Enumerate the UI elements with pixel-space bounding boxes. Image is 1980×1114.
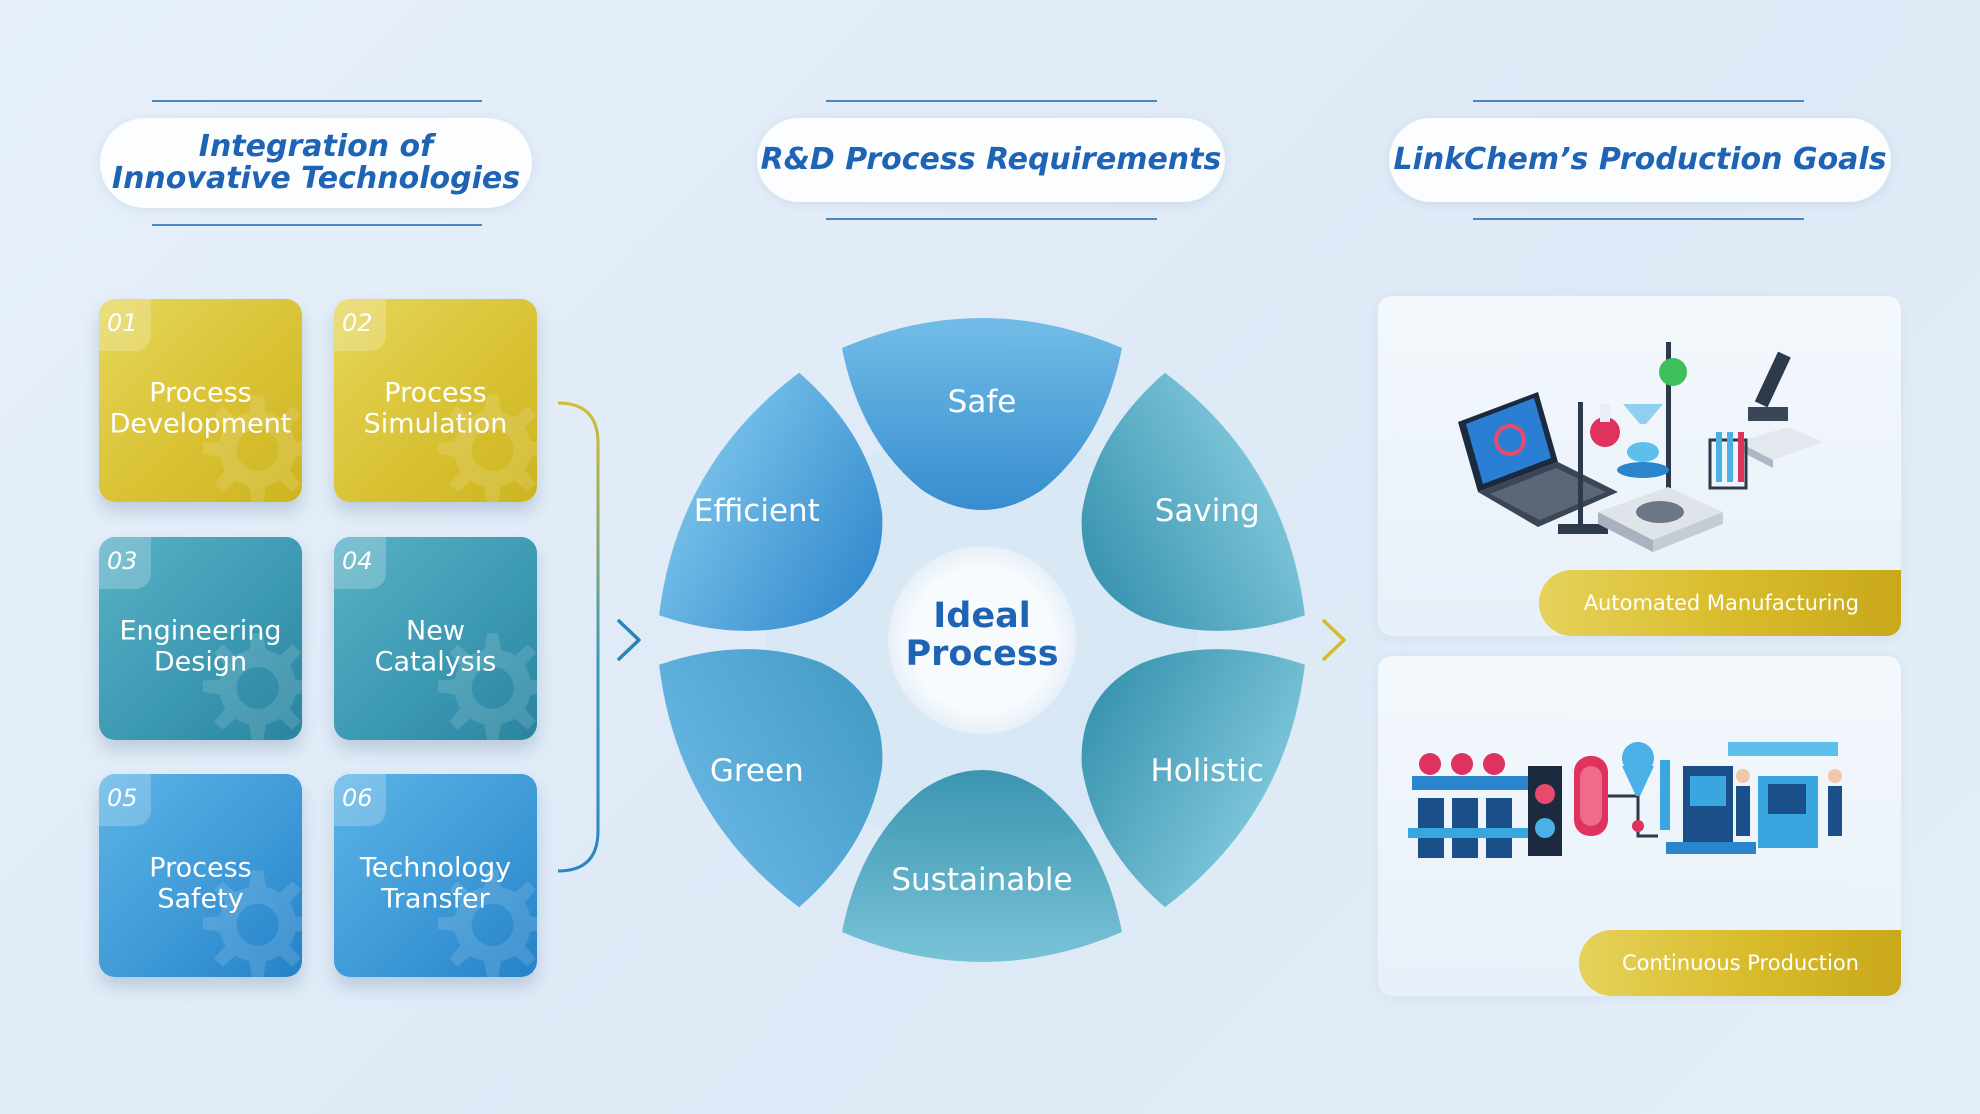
tile-number: 03 bbox=[99, 537, 151, 589]
goal-card-continuous: Continuous Production bbox=[1378, 656, 1901, 996]
tile-label: Process Simulation bbox=[363, 376, 508, 439]
header-left-top-rule bbox=[152, 100, 482, 102]
tile-number: 05 bbox=[99, 774, 151, 826]
petal-efficient: Efficient bbox=[659, 372, 883, 631]
header-middle-top-rule bbox=[826, 100, 1157, 102]
header-goals: LinkChem’s Production Goals bbox=[1389, 118, 1891, 202]
tech-tile-process-development: 01 Process Development bbox=[99, 299, 302, 502]
petal-saving: Saving bbox=[1081, 372, 1305, 631]
tech-tile-technology-transfer: 06 Technology Transfer bbox=[334, 774, 537, 977]
header-right-bottom-rule bbox=[1473, 218, 1804, 220]
grouping-bracket bbox=[557, 401, 600, 873]
header-integration-text: Integration of Innovative Technologies bbox=[111, 129, 521, 196]
petal-shape bbox=[842, 318, 1122, 510]
petal-safe: Safe bbox=[842, 318, 1122, 510]
header-left-bottom-rule bbox=[152, 224, 482, 226]
petal-shape bbox=[1081, 372, 1305, 631]
goal-label: Automated Manufacturing bbox=[1583, 591, 1859, 615]
tech-tile-process-safety: 05 Process Safety bbox=[99, 774, 302, 977]
header-right-top-rule bbox=[1473, 100, 1804, 102]
petal-shape bbox=[659, 372, 883, 631]
center-label-line1: Ideal bbox=[933, 596, 1030, 636]
lab-equipment-illustration bbox=[1458, 342, 1823, 552]
tile-label: Technology Transfer bbox=[359, 851, 512, 914]
chevron-right-icon bbox=[1322, 619, 1346, 661]
petal-label: Safe bbox=[948, 384, 1017, 420]
tile-label: Engineering Design bbox=[119, 614, 282, 677]
tile-number: 04 bbox=[334, 537, 386, 589]
goal-card-automated: Automated Manufacturing bbox=[1378, 296, 1901, 636]
petal-label: Green bbox=[710, 753, 804, 789]
goal-badge-continuous: Continuous Production bbox=[1579, 930, 1901, 996]
petal-green: Green bbox=[659, 649, 883, 908]
chevron-right-icon bbox=[617, 619, 641, 661]
petal-label: Sustainable bbox=[891, 862, 1072, 898]
tile-label: Process Safety bbox=[149, 851, 252, 914]
petal-shape bbox=[1081, 649, 1305, 908]
petal-shape bbox=[659, 649, 883, 908]
petal-label: Saving bbox=[1155, 493, 1260, 529]
tile-number: 02 bbox=[334, 299, 386, 351]
tile-label: New Catalysis bbox=[374, 614, 497, 677]
tile-number: 06 bbox=[334, 774, 386, 826]
goal-label: Continuous Production bbox=[1621, 951, 1859, 975]
tech-tile-process-simulation: 02 Process Simulation bbox=[334, 299, 537, 502]
tile-number: 01 bbox=[99, 299, 151, 351]
tech-tile-engineering-design: 03 Engineering Design bbox=[99, 537, 302, 740]
petal-sustainable: Sustainable bbox=[842, 770, 1122, 962]
header-integration: Integration of Innovative Technologies bbox=[100, 118, 532, 208]
header-requirements: R&D Process Requirements bbox=[757, 118, 1225, 202]
tile-label: Process Development bbox=[109, 376, 292, 439]
factory-line-illustration bbox=[1408, 742, 1842, 858]
petal-label: Efficient bbox=[694, 493, 820, 529]
tech-tile-new-catalysis: 04 New Catalysis bbox=[334, 537, 537, 740]
goal-badge-automated: Automated Manufacturing bbox=[1539, 570, 1901, 636]
center-label-line2: Process bbox=[905, 634, 1058, 674]
header-middle-bottom-rule bbox=[826, 218, 1157, 220]
header-requirements-text: R&D Process Requirements bbox=[760, 142, 1222, 177]
petal-holistic: Holistic bbox=[1081, 649, 1305, 908]
petal-label: Holistic bbox=[1150, 753, 1263, 789]
header-goals-text: LinkChem’s Production Goals bbox=[1393, 142, 1887, 177]
petal-shape bbox=[842, 770, 1122, 962]
center-circle bbox=[888, 546, 1076, 734]
